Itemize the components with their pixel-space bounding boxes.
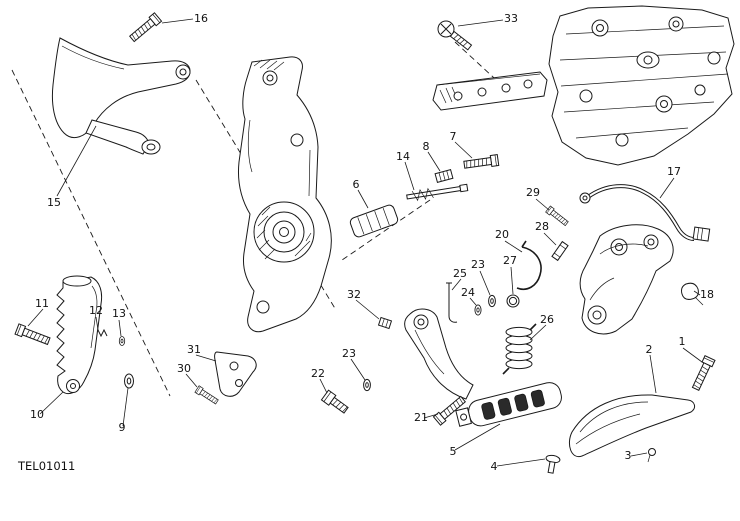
callout-21: 21 <box>414 411 428 424</box>
part-24-washer <box>474 304 482 316</box>
callout-29: 29 <box>526 186 540 199</box>
rear-subframe <box>548 5 735 166</box>
callout-27: 27 <box>503 254 517 267</box>
part-11-bolt <box>14 323 52 347</box>
part-27-circlip <box>506 294 520 308</box>
callout-31: 31 <box>187 343 201 356</box>
callout-13: 13 <box>112 307 126 320</box>
part-14-pivot-pin <box>406 183 469 202</box>
part-10-footpeg <box>56 275 103 395</box>
part-18-rubber-clip <box>681 282 704 306</box>
callout-20: 20 <box>495 228 509 241</box>
callout-33: 33 <box>504 12 518 25</box>
callout-7: 7 <box>450 130 457 143</box>
callout-12: 12 <box>89 304 103 317</box>
callout-1: 1 <box>679 335 686 348</box>
callout-28: 28 <box>535 220 549 233</box>
part-15-hanger-arm <box>51 37 191 155</box>
callout-18: 18 <box>700 288 714 301</box>
callout-26: 26 <box>540 313 554 326</box>
part-20-hook-spring <box>516 240 542 291</box>
part-4-pin <box>545 454 561 474</box>
callout-16: 16 <box>194 12 208 25</box>
callout-14: 14 <box>396 150 410 163</box>
frame-mount-plate <box>238 56 332 333</box>
part-13-washer <box>118 336 126 346</box>
part-23-washer-b <box>363 378 371 392</box>
callout-32: 32 <box>347 288 361 301</box>
callout-5: 5 <box>450 445 457 458</box>
part-17-sensor-cable <box>579 184 711 242</box>
callout-6: 6 <box>353 178 360 191</box>
part-23-washer-a <box>488 294 496 308</box>
callout-4: 4 <box>491 460 498 473</box>
callout-25: 25 <box>453 267 467 280</box>
callout-30: 30 <box>177 362 191 375</box>
callout-11: 11 <box>35 297 49 310</box>
callout-2: 2 <box>646 343 653 356</box>
footpeg-carrier <box>404 308 474 400</box>
part-32-nut <box>377 316 393 330</box>
part-25-pin <box>446 282 458 323</box>
part-28-pivot-pin <box>551 240 569 262</box>
part-7-bolt <box>463 154 500 171</box>
callout-15: 15 <box>47 196 61 209</box>
part-9-washer <box>124 373 134 389</box>
callout-24: 24 <box>461 286 475 299</box>
part-31-bracket <box>214 351 257 397</box>
callout-10: 10 <box>30 408 44 421</box>
part-16-bolt <box>127 12 163 44</box>
subframe-rail <box>432 71 548 111</box>
part-1-bolt <box>690 355 716 392</box>
pedal-hanger-bracket <box>579 224 674 335</box>
part-3-screw <box>647 448 656 463</box>
part-30-screw <box>194 385 220 406</box>
callout-3: 3 <box>625 449 632 462</box>
leader-lines <box>27 18 703 467</box>
part-2-heel-guard <box>568 394 696 458</box>
part-29-screw <box>545 205 570 228</box>
part-5-footpeg <box>455 382 562 427</box>
part-26-coil-spring <box>502 323 537 375</box>
diagram-code: TEL01011 <box>17 459 75 473</box>
callout-17: 17 <box>667 165 681 178</box>
callout-9: 9 <box>119 421 126 434</box>
part-33-screw <box>437 20 473 51</box>
part-6-footpeg-pad <box>349 204 399 238</box>
callout-23a: 23 <box>471 258 485 271</box>
callout-23b: 23 <box>342 347 356 360</box>
callout-22: 22 <box>311 367 325 380</box>
callout-8: 8 <box>423 140 430 153</box>
part-22-screw <box>320 389 349 414</box>
part-8-bushing <box>434 168 454 184</box>
